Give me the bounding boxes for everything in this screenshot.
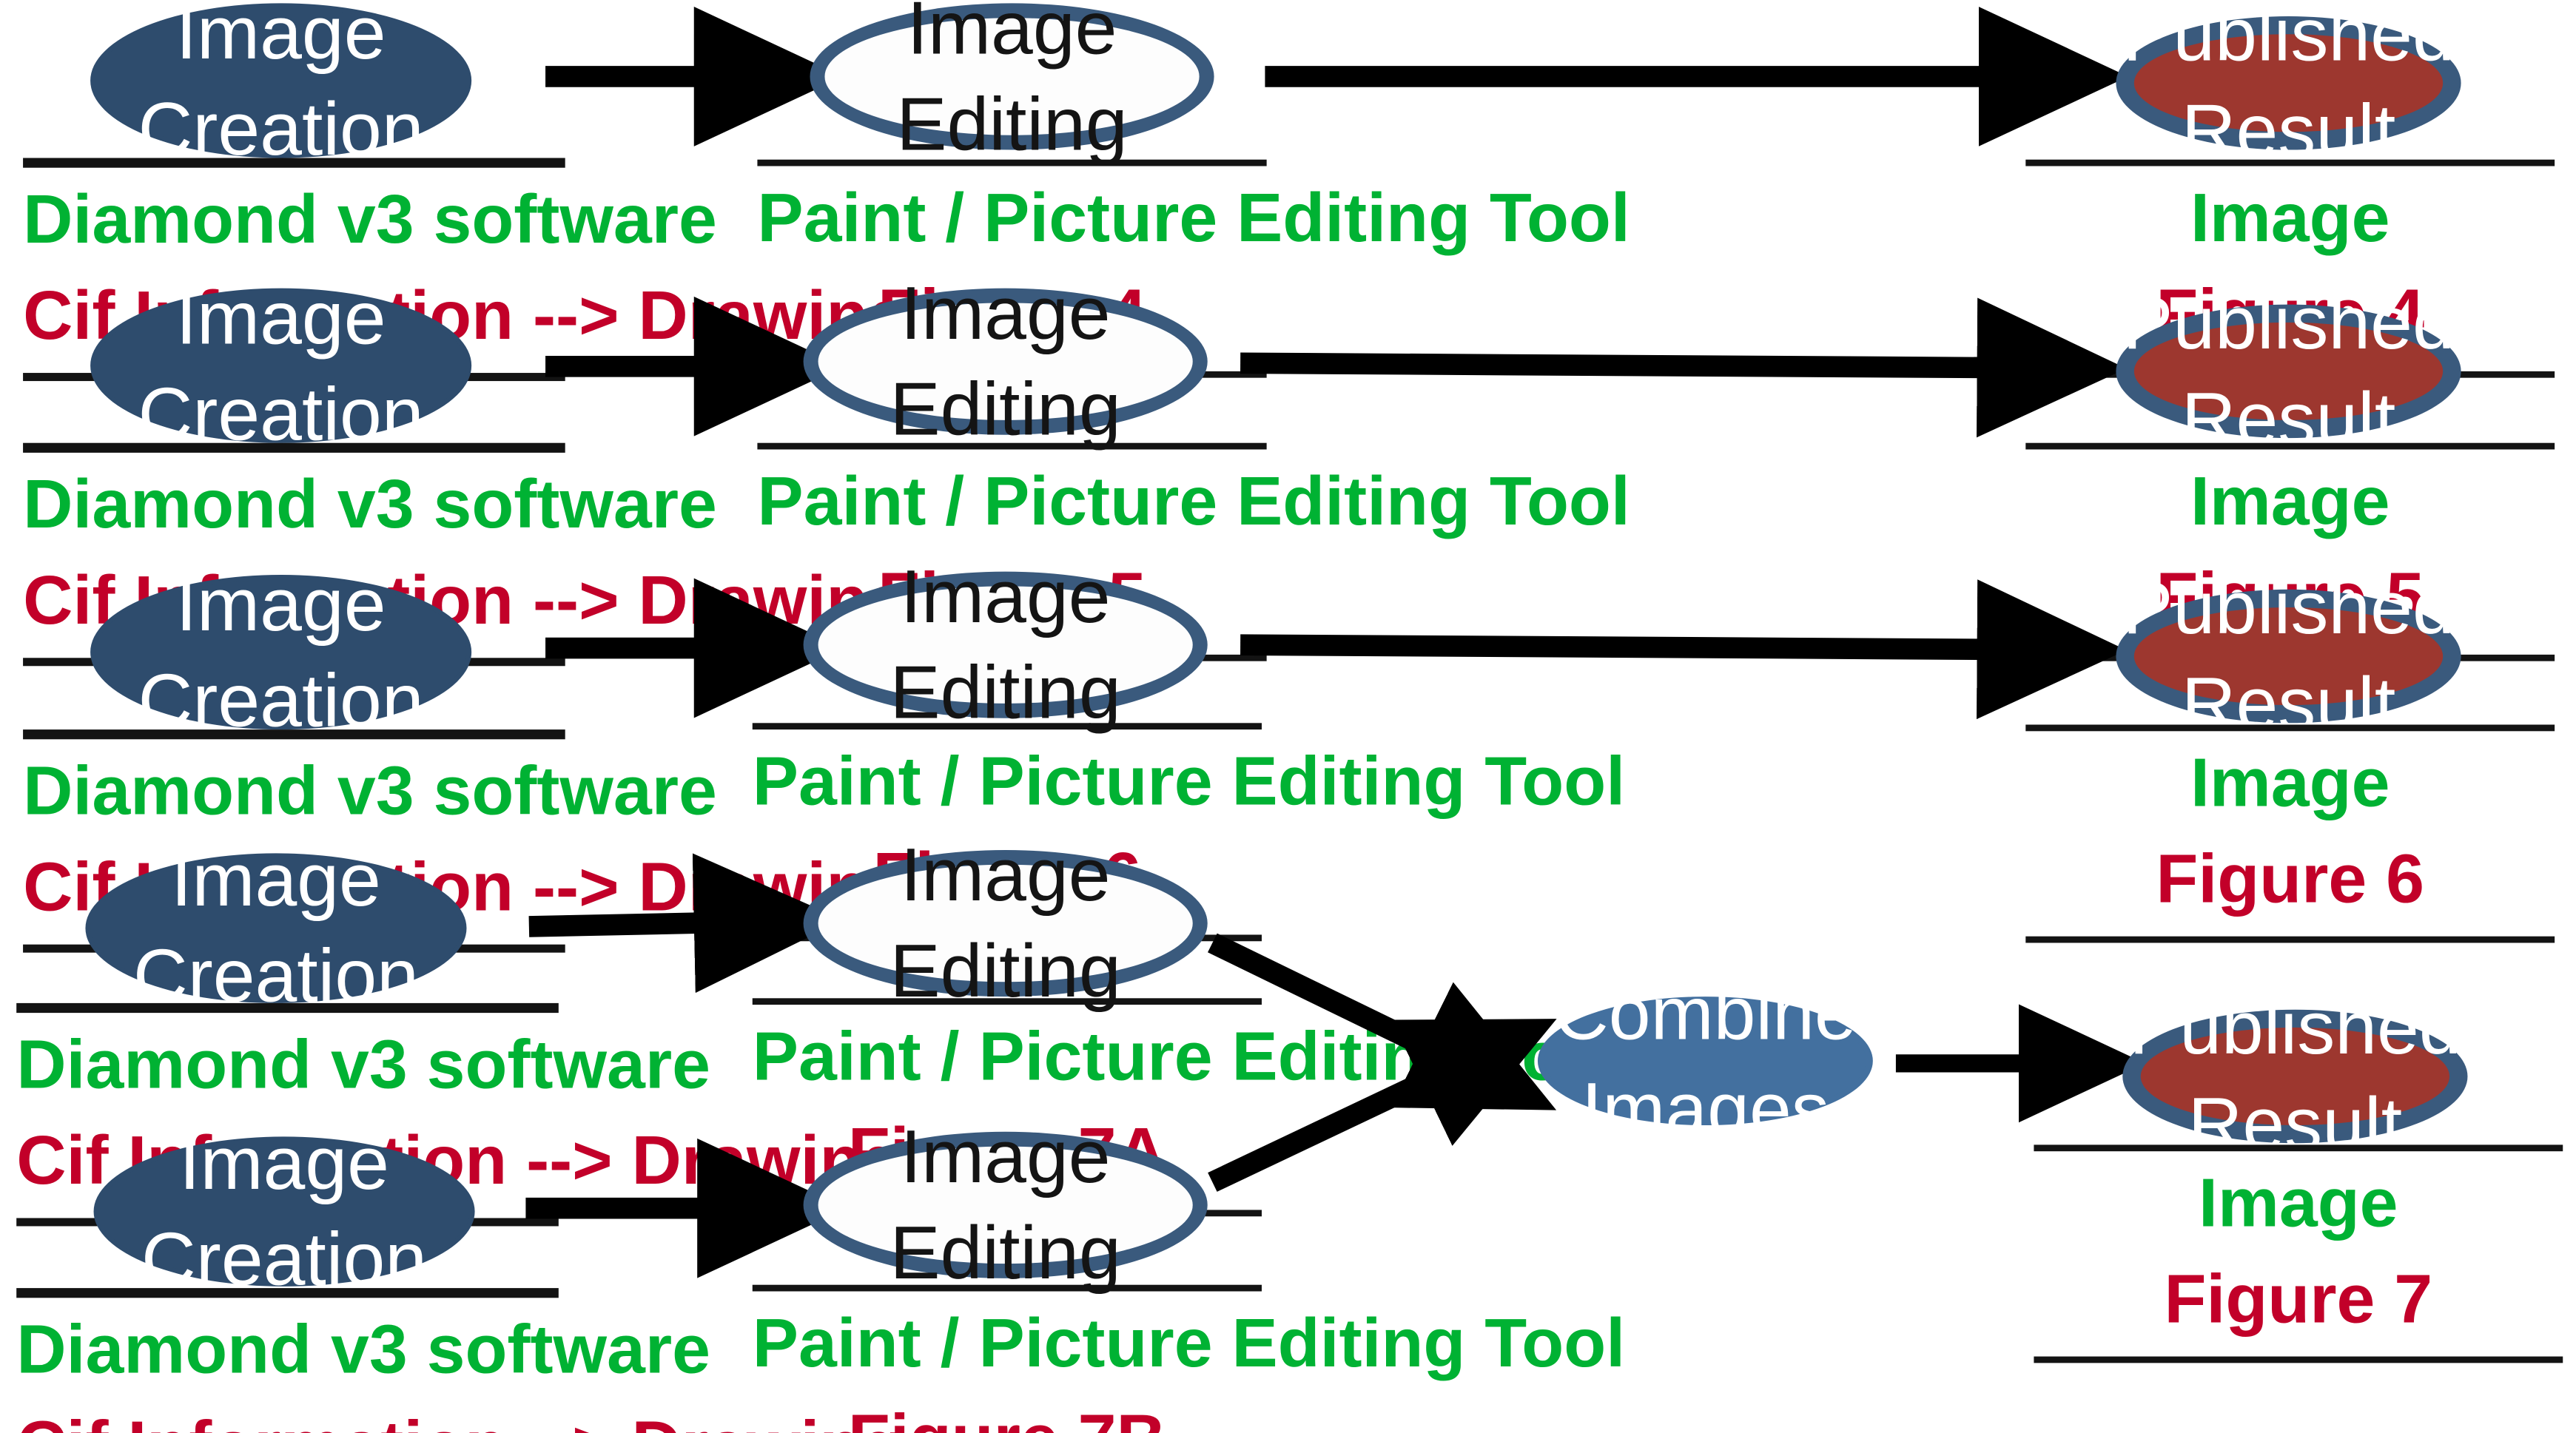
node-label-line1: Published [2122, 0, 2455, 77]
node-image-editing-3[interactable]: Image Editing [803, 554, 1208, 735]
node-combine-images[interactable]: Combine Images [1537, 970, 1873, 1150]
node-label-line1: Published [2122, 565, 2455, 650]
editing-tool-label: Paint / Picture Editing Tool [752, 742, 1626, 820]
creation-tool-label: Diamond v3 software [16, 1310, 711, 1388]
node-label-line2: Editing [890, 366, 1121, 451]
editing-tool-label: Paint / Picture Editing Tool [752, 1017, 1626, 1095]
node-label-line1: Image [175, 0, 386, 75]
caption-editing-5: Paint / Picture Editing Tool Figure 7B [752, 1284, 1626, 1433]
node-image-creation-3[interactable]: Image Creation [90, 562, 472, 742]
caption-creation-5: Diamond v3 software Cif Information --> … [16, 1288, 904, 1433]
editing-tool-label: Paint / Picture Editing Tool [757, 179, 1630, 256]
node-label-line2: Creation [138, 85, 424, 171]
caption-published-3: Image Figure 6 [2025, 724, 2555, 944]
published-figure-label: Figure 6 [2156, 840, 2425, 917]
published-kind-label: Image [2190, 462, 2390, 539]
node-label-line2: Creation [138, 657, 424, 742]
editing-tool-label: Paint / Picture Editing Tool [757, 462, 1630, 539]
arrow-combine-to-published [1895, 1004, 2145, 1123]
node-image-creation-1[interactable]: Image Creation [90, 0, 472, 170]
node-label-line1: Image [175, 561, 386, 647]
node-image-creation-4[interactable]: Image Creation [85, 837, 467, 1018]
editing-tool-label: Paint / Picture Editing Tool [752, 1304, 1626, 1381]
node-image-editing-1[interactable]: Image Editing [810, 0, 1214, 166]
node-published-result-1[interactable]: Published Result [2116, 0, 2461, 172]
node-label-line2: Editing [890, 650, 1121, 735]
node-image-editing-2[interactable]: Image Editing [803, 271, 1208, 451]
node-label-line1: Published [2122, 280, 2455, 365]
node-label-line2: Result [2181, 661, 2396, 746]
arrow-editing-to-published-1 [1265, 7, 2128, 146]
node-image-creation-2[interactable]: Image Creation [90, 274, 472, 455]
node-label-line1: Image [900, 553, 1111, 639]
node-label-line1: Image [900, 270, 1111, 356]
node-label-line2: Creation [138, 370, 424, 456]
node-published-result-2[interactable]: Published Result [2116, 280, 2461, 461]
creation-tool-label: Diamond v3 software [23, 752, 717, 829]
arrow-editing-to-published-3 [1240, 579, 2127, 720]
node-label-line1: Image [171, 837, 381, 923]
caption-published-final: Image Figure 7 [2034, 1144, 2563, 1364]
node-label-line1: Image [900, 832, 1111, 917]
published-kind-label: Image [2190, 179, 2390, 256]
creation-tool-label: Diamond v3 software [16, 1025, 711, 1103]
creation-action-label: Cif Information --> Drawing [16, 1404, 904, 1433]
node-published-result-3[interactable]: Published Result [2116, 565, 2461, 746]
node-label-line2: Editing [890, 1210, 1121, 1295]
node-label-line1: Image [907, 0, 1117, 70]
node-label-line2: Result [2187, 1081, 2403, 1167]
node-label-line2: Result [2181, 87, 2396, 173]
node-image-editing-4[interactable]: Image Editing [803, 832, 1208, 1013]
creation-tool-label: Diamond v3 software [23, 181, 717, 257]
arrow-creation-to-editing-1 [545, 7, 844, 146]
published-kind-label: Image [2190, 744, 2390, 821]
node-published-result-final[interactable]: Published Result [2122, 985, 2468, 1166]
node-label-line1: Image [179, 1120, 389, 1206]
node-image-creation-5[interactable]: Image Creation [93, 1121, 475, 1301]
arrow-editing-to-published-2 [1240, 297, 2127, 438]
node-label-line1: Combine [1554, 970, 1857, 1055]
node-label-line2: Images [1581, 1065, 1829, 1151]
editing-figure-label: Figure 7B [753, 1397, 1262, 1433]
published-kind-label: Image [2199, 1164, 2398, 1241]
node-label-line2: Editing [896, 81, 1128, 166]
published-figure-label: Figure 7 [2164, 1261, 2433, 1338]
creation-tool-label: Diamond v3 software [23, 465, 717, 542]
node-label-line1: Published [2129, 985, 2461, 1070]
node-label-line1: Image [175, 274, 386, 360]
node-image-editing-5[interactable]: Image Editing [803, 1114, 1208, 1295]
node-label-line1: Image [900, 1113, 1111, 1199]
node-label-line2: Creation [141, 1216, 428, 1301]
